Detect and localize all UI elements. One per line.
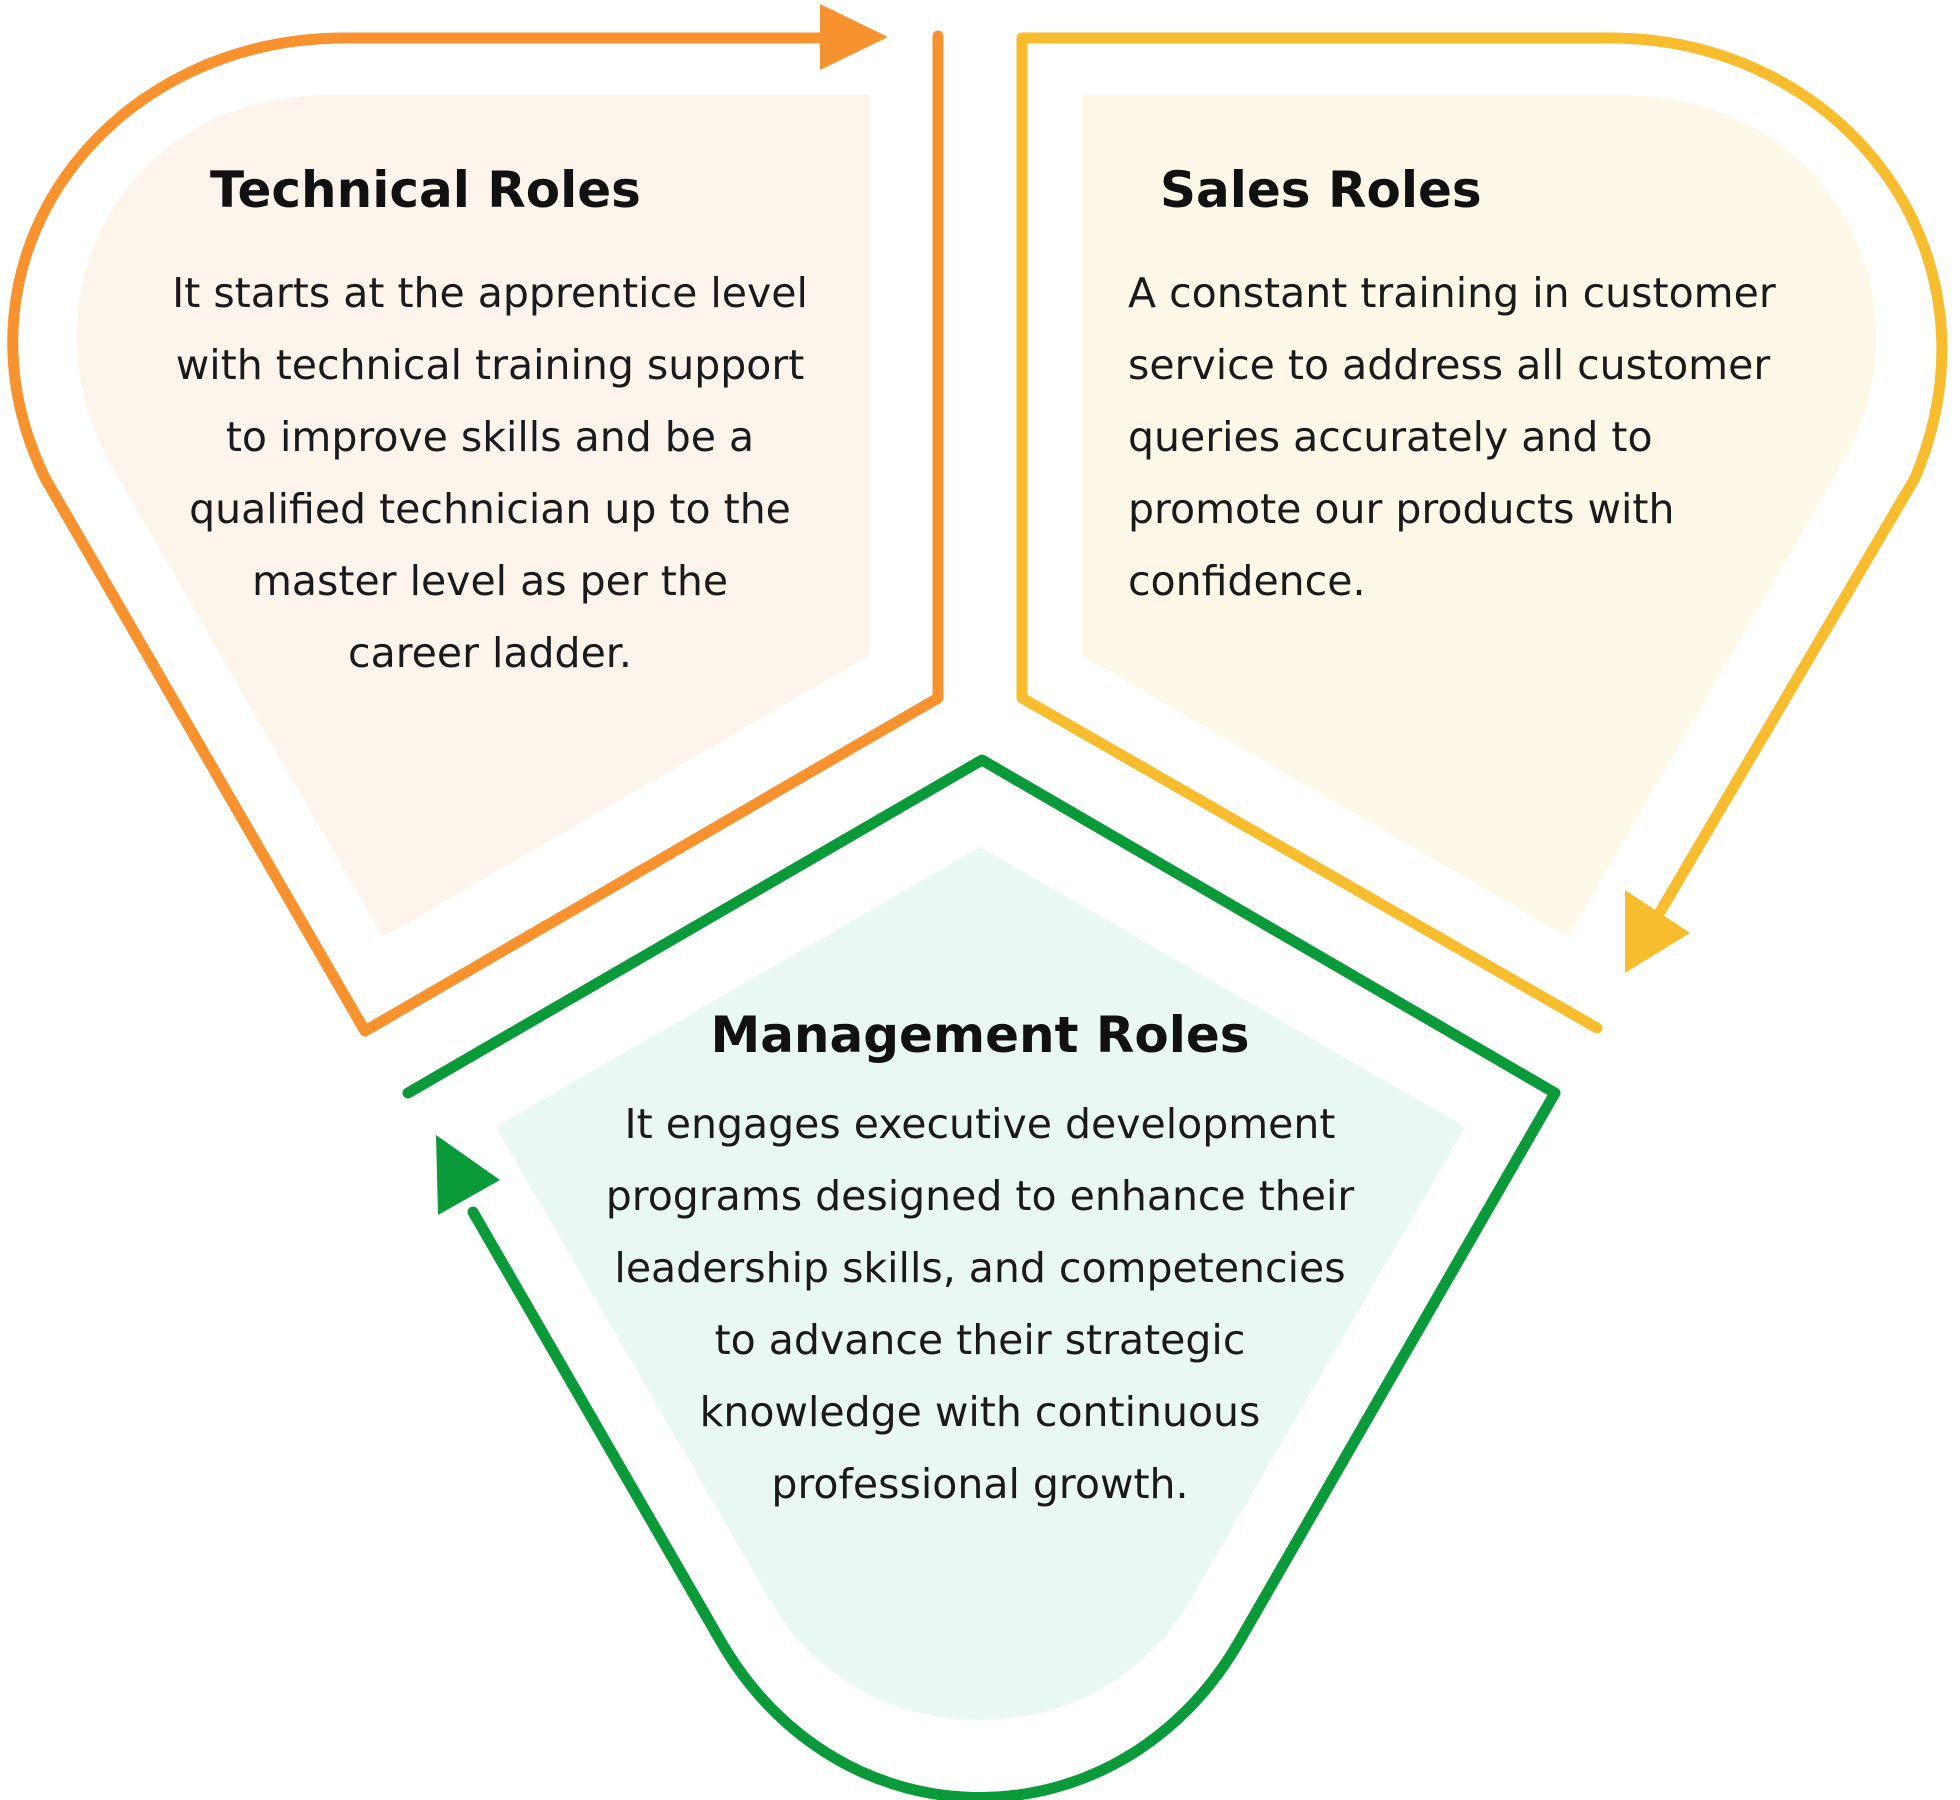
sales-line: queries accurately and to (1128, 413, 1653, 461)
sales-line: promote our products with (1128, 485, 1675, 533)
technical-line: qualified technician up to the (189, 485, 791, 533)
technical-line: career ladder. (348, 629, 632, 677)
technical-line: It starts at the apprentice level (172, 269, 808, 317)
technical-line: with technical training support (175, 341, 805, 389)
management-line: professional growth. (771, 1460, 1189, 1508)
management-line: to advance their strategic (714, 1316, 1246, 1364)
management-arrow-icon (436, 1135, 500, 1215)
technical-line: to improve skills and be a (225, 413, 755, 461)
technical-outline (7, 30, 944, 1037)
technical-arrow-icon (820, 4, 888, 70)
management-line: knowledge with continuous (699, 1388, 1261, 1436)
management-line: It engages executive development (624, 1100, 1336, 1148)
management-line: leadership skills, and competencies (614, 1244, 1346, 1292)
management-title: Management Roles (710, 1006, 1250, 1064)
sales-line: service to address all customer (1128, 341, 1771, 389)
sales-outline (1016, 32, 1948, 1034)
management-panel-fill (496, 847, 1465, 1720)
sales-line: A constant training in customer (1128, 269, 1776, 317)
sales-arrow-icon (1625, 890, 1690, 973)
technical-panel-fill (76, 95, 870, 937)
sales-panel-fill (1082, 95, 1877, 937)
technical-title: Technical Roles (210, 161, 641, 219)
sales-description: A constant training in customer service … (1128, 257, 1888, 617)
sales-line: confidence. (1128, 557, 1366, 605)
management-outline (402, 754, 1561, 1800)
sales-title: Sales Roles (1160, 161, 1482, 219)
management-description: It engages executive development program… (560, 1088, 1400, 1520)
technical-description: It starts at the apprentice level with t… (110, 257, 870, 689)
technical-line: master level as per the (251, 557, 729, 605)
management-line: programs designed to enhance their (605, 1172, 1355, 1220)
